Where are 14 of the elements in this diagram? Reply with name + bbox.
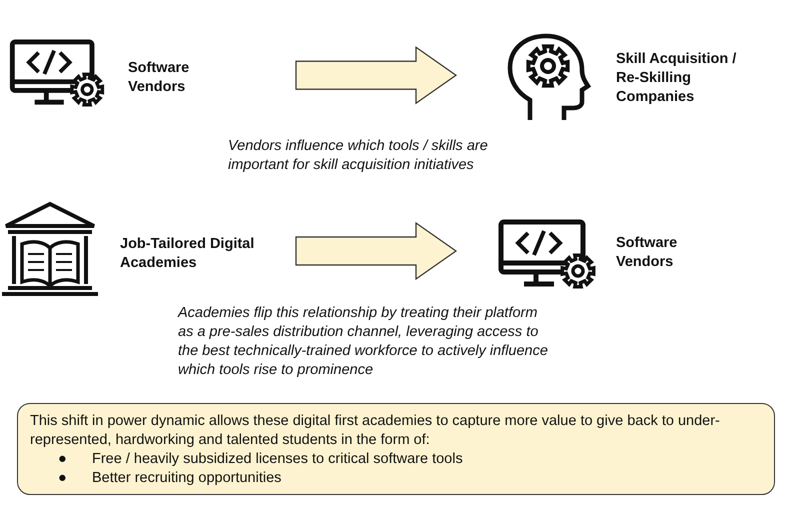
caption-note: Vendors influence which tools / skills are important for skill acquisition initiatives xyxy=(228,137,489,175)
node-label: Software Vendors xyxy=(128,59,190,97)
note-text: This shift in power dynamic allows these digital first academies to capture more value to give back to under-represented, hardworking and talented students in the form of: xyxy=(30,412,721,450)
bullet-marker: ● xyxy=(58,450,68,469)
node-label: Job-Tailored Digital Academies xyxy=(120,235,256,273)
note-panel xyxy=(17,403,775,495)
node-label: Skill Acquisition / Re-Skilling Companies xyxy=(616,50,738,107)
block-arrow xyxy=(295,46,458,104)
bullet-marker: ● xyxy=(58,469,68,488)
bullet-item: Better recruiting opportunities xyxy=(92,469,282,488)
block-arrow xyxy=(295,222,458,280)
node-label: Software Vendors xyxy=(616,234,678,272)
caption-note: Academies flip this relationship by treating their platform as a pre-sales distribution channel, leveraging access to the best technically-trained workforce to actively influence which tools rise to prominence xyxy=(178,304,549,380)
bullet-item: Free / heavily subsidized licenses to critical software tools xyxy=(92,450,463,469)
